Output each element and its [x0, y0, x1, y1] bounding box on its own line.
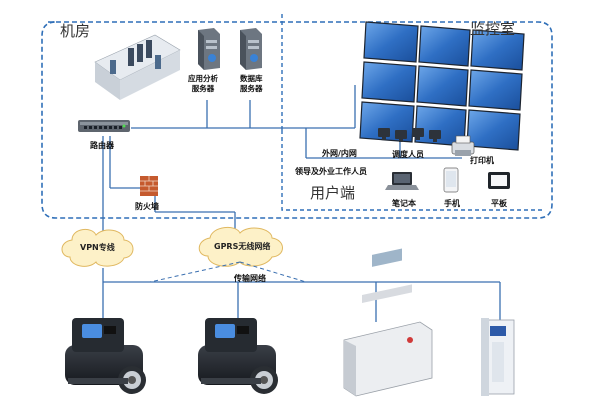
vpn-cloud [61, 228, 134, 267]
kiosk-device [481, 318, 515, 396]
firewall-icon [140, 176, 158, 196]
motor-device-1 [65, 318, 146, 394]
firewall-label: 防火墙 [135, 202, 159, 211]
db-server-label: 数据库 服务器 [240, 74, 263, 94]
printer-icon [451, 135, 475, 156]
phone-icon [443, 167, 459, 193]
wan-lan-label: 外网/内网 [322, 149, 357, 158]
app-server-label: 应用分析 服务器 [188, 74, 218, 94]
system-boundary [41, 21, 553, 219]
laptop-label: 笔记本 [392, 199, 416, 208]
phone-label: 手机 [444, 199, 460, 208]
db-server-label-line-1: 数据库 [240, 74, 263, 83]
dispatcher-pc-icons [378, 128, 441, 142]
leaders-label: 领导及外业工作人员 [295, 167, 367, 176]
dispatcher-label: 调度人员 [392, 150, 424, 159]
tablet-label: 平板 [491, 199, 507, 208]
laptop-icon [385, 172, 419, 190]
printer-label: 打印机 [470, 156, 494, 165]
wireless-links [149, 214, 307, 283]
db-server-icon [240, 28, 262, 70]
machine-room-links [102, 85, 462, 232]
vpn-label: VPN专线 [80, 243, 115, 252]
motor-device-2 [198, 318, 278, 394]
transport-network-label: 传输网络 [234, 274, 266, 283]
zone-label-user-end: 用户端 [310, 184, 356, 202]
zone-label-monitor-room: 监控室 [470, 20, 516, 38]
video-wall [359, 21, 525, 151]
app-server-icon [198, 28, 220, 70]
app-server-label-line-1: 应用分析 [188, 74, 218, 83]
controller-device [343, 248, 433, 397]
app-server-label-line-2: 服务器 [191, 84, 215, 93]
gprs-label: GPRS无线网络 [214, 242, 271, 251]
user-zone-boundary [281, 130, 545, 211]
tablet-icon [488, 172, 510, 189]
zone-label-machine-room: 机房 [60, 22, 91, 40]
server-room-image [94, 34, 181, 100]
db-server-label-line-2: 服务器 [240, 84, 263, 93]
router-icon [78, 120, 130, 132]
transport-links [102, 268, 501, 322]
router-label: 路由器 [90, 141, 114, 150]
